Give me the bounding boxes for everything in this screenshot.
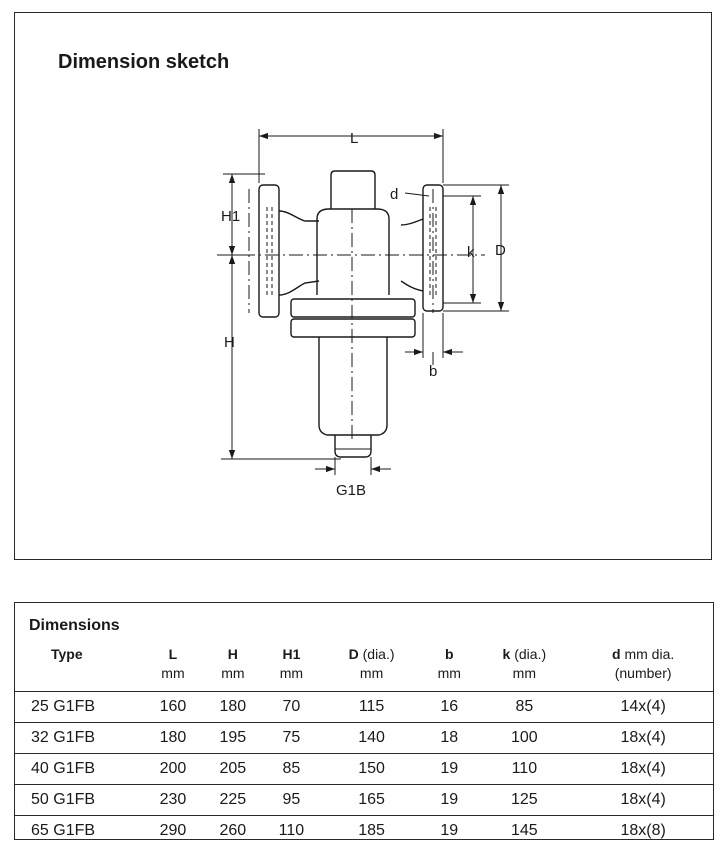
table-cell: 70 (262, 691, 321, 723)
table-cell: 50 G1FB (15, 784, 143, 816)
column-name: L (168, 646, 178, 662)
table-cell: 32 G1FB (15, 722, 143, 754)
table-cell: 18 (423, 722, 476, 754)
table-cell: 125 (475, 784, 574, 816)
column-unit: (number) (614, 665, 672, 681)
table-cell: 185 (320, 815, 424, 846)
label-H: H (224, 334, 235, 351)
table-cell: 290 (143, 815, 203, 846)
table-cell: 19 (423, 784, 476, 816)
table-cell: 165 (320, 784, 424, 816)
label-d: d (390, 186, 398, 203)
table-cell: 65 G1FB (15, 815, 143, 846)
column-name: D (348, 646, 359, 662)
column-header: H1 mm (263, 645, 320, 692)
table-cell: 25 G1FB (15, 691, 143, 723)
column-suffix: (dia.) (510, 646, 547, 662)
column-name: Type (51, 646, 83, 662)
table-cell: 14x(4) (573, 691, 713, 723)
table-cell: 145 (475, 815, 574, 846)
label-L: L (350, 130, 358, 147)
column-name: H1 (282, 646, 301, 662)
column-unit: mm (437, 665, 461, 681)
column-unit: mm (279, 665, 304, 681)
table-cell: 200 (143, 753, 203, 785)
label-D: D (495, 242, 506, 259)
table-cell: 110 (262, 815, 321, 846)
column-unit: mm (359, 665, 384, 681)
table-cell: 18x(4) (573, 722, 713, 754)
column-unit: mm (512, 665, 536, 681)
table-cell: 260 (202, 815, 263, 846)
table-cell: 95 (262, 784, 321, 816)
table-cell: 160 (143, 691, 203, 723)
column-name: d (612, 646, 621, 662)
table-cell: 230 (143, 784, 203, 816)
label-G1B: G1B (336, 482, 366, 499)
table-cell: 75 (262, 722, 321, 754)
table-cell: 85 (262, 753, 321, 785)
column-name: k (502, 646, 511, 662)
table-cell: 85 (475, 691, 574, 723)
table-cell: 19 (423, 815, 476, 846)
right-flange (422, 184, 444, 312)
table-cell: 180 (143, 722, 203, 754)
dimensions-title: Dimensions (29, 617, 120, 634)
column-header: D (dia.) mm (320, 645, 423, 692)
table-cell: 195 (202, 722, 263, 754)
left-flange (258, 184, 280, 318)
column-name: H (227, 646, 238, 662)
column-header: d mm dia. (number) (573, 645, 713, 692)
table-cell: 100 (475, 722, 574, 754)
table-cell: 110 (475, 753, 574, 785)
dimension-sketch-panel: Dimension sketch (14, 12, 712, 560)
label-b: b (429, 363, 437, 380)
column-header: k (dia.) mm (475, 645, 573, 692)
table-cell: 150 (320, 753, 424, 785)
table-cell: 18x(4) (573, 753, 713, 785)
label-k: k (467, 244, 475, 261)
table-cell: 16 (423, 691, 476, 723)
column-unit: mm (161, 665, 185, 681)
table-cell: 225 (202, 784, 263, 816)
column-unit: mm (221, 665, 245, 681)
column-header: Type (15, 645, 143, 692)
valve-dimension-drawing: L H1 H D k d b G1B (217, 129, 509, 499)
column-suffix: mm dia. (620, 646, 675, 662)
table-cell: 115 (320, 691, 424, 723)
sketch-title: Dimension sketch (58, 51, 230, 73)
column-name: b (444, 646, 454, 662)
table-cell: 180 (202, 691, 263, 723)
table-cell: 205 (202, 753, 263, 785)
table-cell: 140 (320, 722, 424, 754)
label-H1: H1 (221, 208, 240, 225)
table-cell: 18x(8) (573, 815, 713, 846)
column-suffix: (dia.) (358, 646, 395, 662)
table-cell: 19 (423, 753, 476, 785)
table-cell: 18x(4) (573, 784, 713, 816)
column-header: b mm (423, 645, 475, 692)
table-cell: 40 G1FB (15, 753, 143, 785)
